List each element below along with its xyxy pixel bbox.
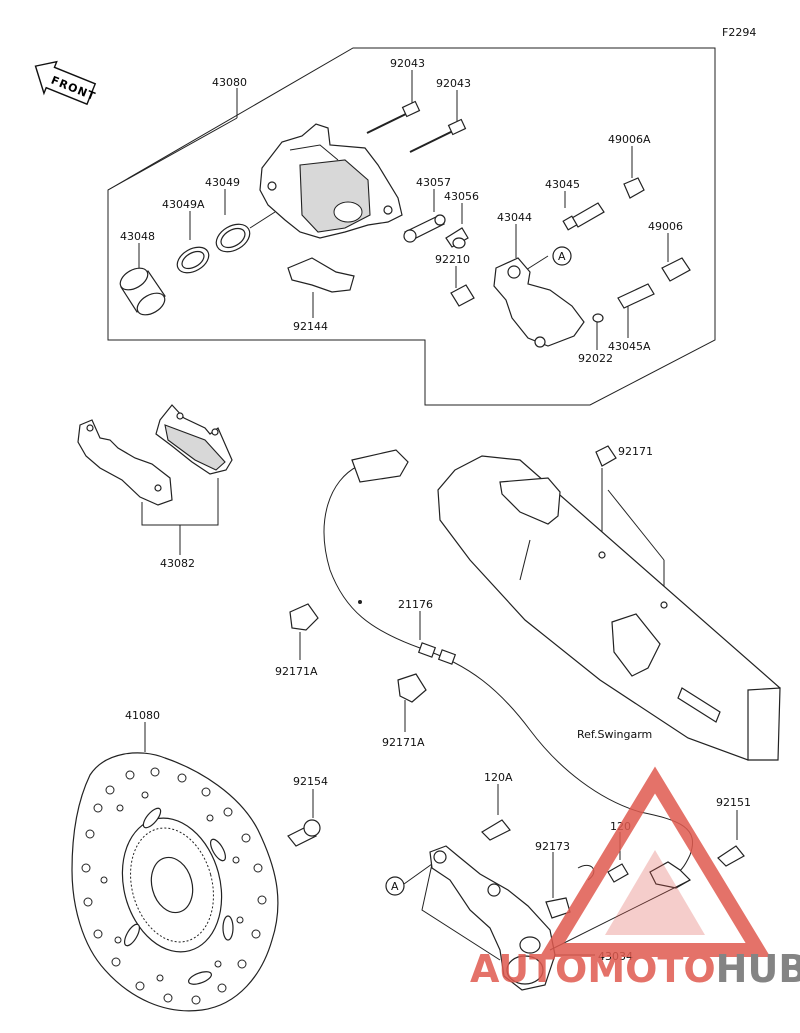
clip-92171a-1 xyxy=(289,603,319,631)
boot-49006 xyxy=(661,257,691,282)
label-92171a-1: 92171A xyxy=(275,665,318,678)
bleed-parts xyxy=(403,214,469,249)
ref-a-bottom xyxy=(385,876,405,896)
label-43045: 43045 xyxy=(545,178,580,191)
label-92210: 92210 xyxy=(435,253,470,266)
watermark-part2: MOTO xyxy=(587,947,715,991)
label-92173: 92173 xyxy=(535,840,570,853)
front-arrow-icon: FRONT xyxy=(34,60,98,106)
label-41080: 41080 xyxy=(125,709,160,722)
label-21176: 21176 xyxy=(398,598,433,611)
label-49006: 49006 xyxy=(648,220,683,233)
label-43057: 43057 xyxy=(416,176,451,189)
ref-a-top-label: A xyxy=(558,250,566,263)
boot-49006a xyxy=(623,177,645,199)
label-92151: 92151 xyxy=(716,796,751,809)
pad-spring xyxy=(287,257,355,293)
label-92171a-2: 92171A xyxy=(382,736,425,749)
label-92043-a: 92043 xyxy=(390,57,425,70)
ref-a-bottom-label: A xyxy=(391,880,399,893)
label-92043-b: 92043 xyxy=(436,77,471,90)
watermark-auto: AUTOMOTOHUB xyxy=(470,947,800,991)
washer-92022 xyxy=(592,313,604,323)
cap-92210 xyxy=(450,284,475,307)
label-43082: 43082 xyxy=(160,557,195,570)
label-92022: 92022 xyxy=(578,352,613,365)
caliper-body xyxy=(259,123,403,239)
label-43080: 43080 xyxy=(212,76,247,89)
piston xyxy=(119,267,166,316)
label-92154: 92154 xyxy=(293,775,328,788)
clip-92171a-2 xyxy=(397,673,427,703)
clamp-92171 xyxy=(595,445,617,467)
slide-pin-43045a xyxy=(617,283,655,309)
watermark: AUTOMOTOHUB xyxy=(470,766,800,991)
brake-pads xyxy=(77,404,233,506)
label-ref-swingarm: Ref.Swingarm xyxy=(577,728,652,741)
label-92171: 92171 xyxy=(618,445,653,458)
slide-pin-43045 xyxy=(571,202,605,228)
label-43049a: 43049A xyxy=(162,198,205,211)
brake-disc xyxy=(71,752,279,1012)
label-43045a: 43045A xyxy=(608,340,651,353)
label-92144: 92144 xyxy=(293,320,328,333)
label-43048: 43048 xyxy=(120,230,155,243)
part-labels: 43080 92043 92043 49006A 43049 43057 430… xyxy=(120,57,751,963)
caliper-assembly-frame xyxy=(107,47,716,406)
caliper-bracket xyxy=(493,257,585,347)
swingarm xyxy=(437,455,781,761)
label-120a: 120A xyxy=(484,771,513,784)
bolt-120 xyxy=(607,863,629,883)
figure-code: F2294 xyxy=(722,26,756,39)
label-49006a: 49006A xyxy=(608,133,651,146)
caliper-bracket-43034 xyxy=(429,845,691,991)
watermark-part3: HUB xyxy=(716,947,800,991)
watermark-triangle-icon xyxy=(539,766,771,957)
bolt-120a xyxy=(481,819,511,841)
label-43044: 43044 xyxy=(497,211,532,224)
label-43056: 43056 xyxy=(444,190,479,203)
ref-a-top xyxy=(552,246,572,266)
watermark-part1: AUTO xyxy=(470,947,587,991)
bolt-92151 xyxy=(717,845,745,867)
caliper-pins xyxy=(366,100,467,153)
label-43049: 43049 xyxy=(205,176,240,189)
